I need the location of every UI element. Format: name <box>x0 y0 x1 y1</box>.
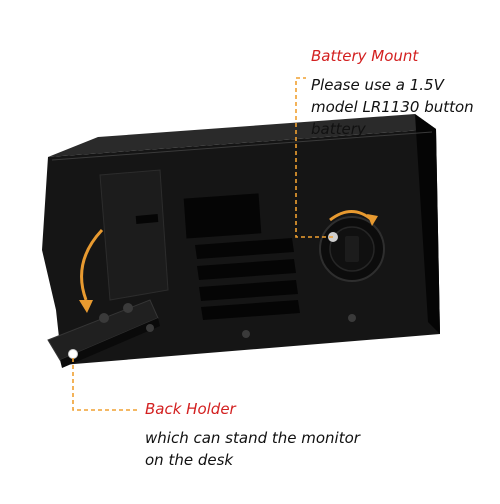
device-side-edge <box>415 114 440 334</box>
back-holder-stand <box>47 169 169 368</box>
battery-compartment <box>319 210 385 282</box>
battery-desc-line: model LR1130 button <box>311 98 474 116</box>
battery-desc-line: Please use a 1.5V <box>311 76 444 94</box>
screw-hole <box>348 314 356 322</box>
battery-mount-description: Please use a 1.5V model LR1130 button ba… <box>311 74 474 140</box>
back-holder-title: Back Holder <box>145 400 236 418</box>
holder-desc-line: which can stand the monitor <box>145 429 360 447</box>
back-holder-description: which can stand the monitor on the desk <box>145 427 360 471</box>
vent-grille <box>183 193 300 320</box>
battery-mount-title: Battery Mount <box>311 47 419 65</box>
device-edge-highlight <box>51 131 433 161</box>
battery-desc-line: battery <box>311 120 366 138</box>
holder-desc-line: on the desk <box>145 451 234 469</box>
screw-hole <box>242 330 250 338</box>
device-top-face <box>48 114 436 157</box>
holder-rotate-arrow-icon <box>79 228 104 313</box>
holder-callout-line <box>68 349 140 411</box>
screw-hole <box>146 324 154 332</box>
